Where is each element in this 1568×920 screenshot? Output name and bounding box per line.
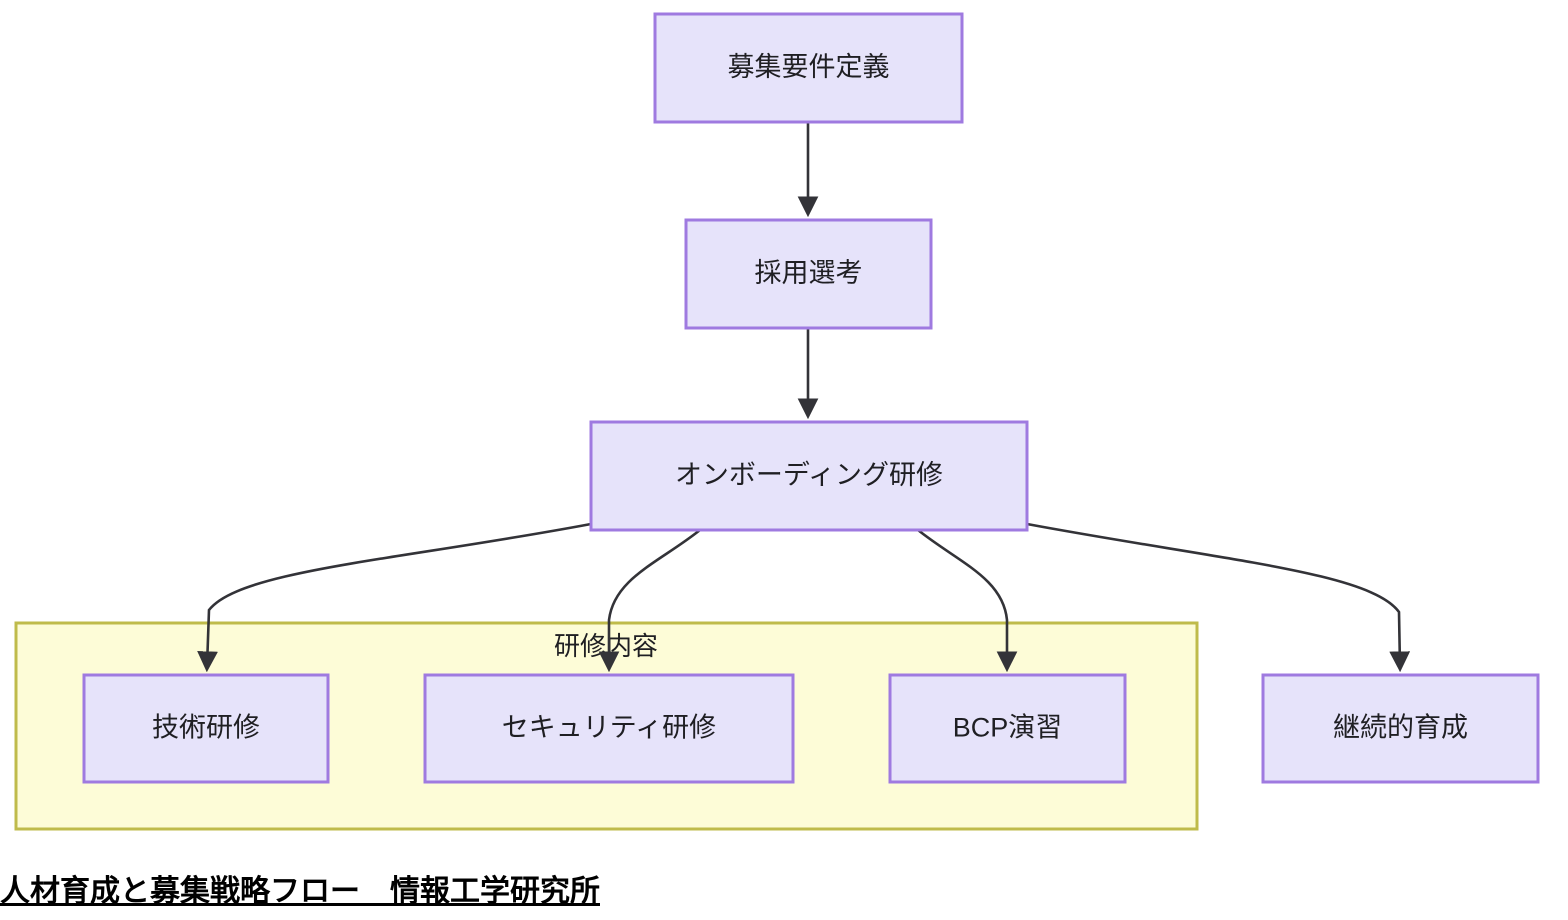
node-onboarding-training-label: オンボーディング研修	[675, 460, 943, 490]
cluster-training-content-label: 研修内容	[554, 631, 658, 661]
node-technical-training-label: 技術研修	[152, 713, 260, 743]
node-security-training[interactable]: セキュリティ研修	[423, 673, 795, 784]
node-security-training-label: セキュリティ研修	[502, 713, 716, 743]
node-hiring-selection[interactable]: 採用選考	[684, 218, 933, 330]
node-continuous-development[interactable]: 継続的育成	[1261, 673, 1540, 784]
node-bcp-exercise-shape	[888, 673, 1127, 784]
node-recruit-requirements[interactable]: 募集要件定義	[653, 12, 964, 124]
node-technical-training-shape	[82, 673, 330, 784]
node-bcp-exercise-label: BCP演習	[953, 713, 1063, 743]
node-continuous-development-shape	[1261, 673, 1540, 784]
node-bcp-exercise[interactable]: BCP演習	[888, 673, 1127, 784]
diagram-caption: 人材育成と募集戦略フロー 情報工学研究所	[0, 875, 600, 908]
edge-onboarding-to-technical	[197, 522, 592, 673]
edge-layer	[197, 122, 1411, 673]
node-continuous-development-label: 継続的育成	[1333, 713, 1468, 743]
node-technical-training[interactable]: 技術研修	[82, 673, 330, 784]
node-onboarding-training[interactable]: オンボーディング研修	[589, 420, 1029, 532]
node-onboarding-training-shape	[589, 420, 1029, 532]
edge-onboarding-to-bcp	[917, 528, 1018, 673]
node-recruit-requirements-shape	[653, 12, 964, 124]
node-security-training-shape	[423, 673, 795, 784]
edge-onboarding-to-continuous	[1026, 522, 1411, 673]
node-recruit-requirements-label: 募集要件定義	[728, 52, 890, 82]
node-hiring-selection-shape	[684, 218, 933, 330]
edge-onboarding-to-security	[598, 528, 701, 673]
node-hiring-selection-label: 採用選考	[755, 258, 863, 288]
